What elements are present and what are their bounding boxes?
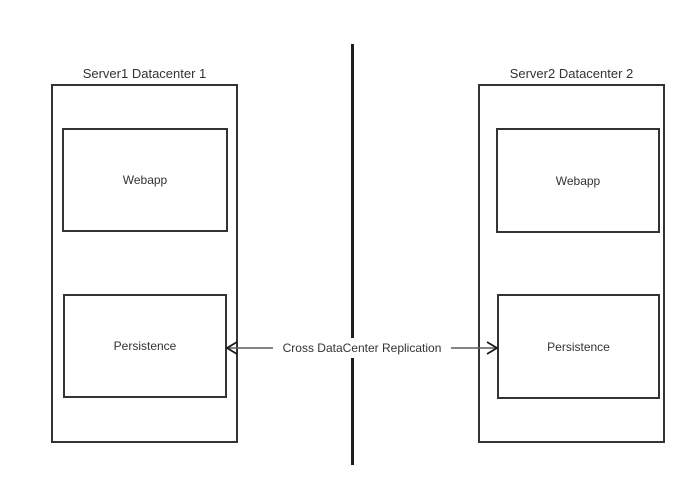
server1-title: Server1 Datacenter 1 — [82, 66, 207, 81]
server1-webapp-box: Webapp — [62, 128, 228, 232]
server2-persistence-label: Persistence — [547, 339, 610, 354]
server2-persistence-box: Persistence — [497, 294, 660, 399]
server2-title: Server2 Datacenter 2 — [509, 66, 634, 81]
arrowhead-right-icon — [486, 341, 499, 355]
server2-webapp-box: Webapp — [496, 128, 660, 233]
server2-box: Webapp Persistence — [478, 84, 665, 443]
server1-persistence-box: Persistence — [63, 294, 227, 398]
server2-webapp-label: Webapp — [555, 173, 601, 188]
replication-label: Cross DataCenter Replication — [273, 338, 451, 358]
datacenter-divider-line — [351, 44, 354, 465]
server1-webapp-label: Webapp — [122, 173, 168, 187]
server1-box: Webapp Persistence — [51, 84, 238, 443]
arrowhead-left-icon — [225, 341, 238, 355]
server1-persistence-label: Persistence — [113, 339, 177, 353]
